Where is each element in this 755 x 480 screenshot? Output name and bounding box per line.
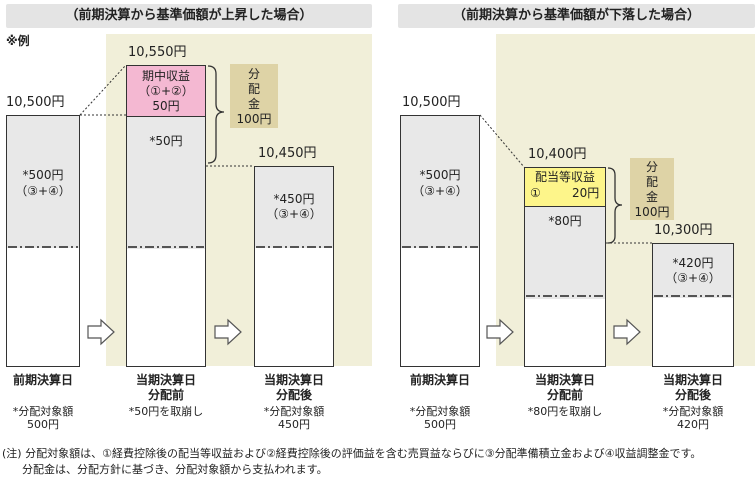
- right-after-amount: 10,300円: [654, 223, 713, 238]
- left-before-bar: [126, 65, 206, 367]
- right-dividend-box: [525, 168, 605, 206]
- right-prev-amount: 10,500円: [402, 95, 461, 110]
- left-income-sub: （①+②）: [138, 84, 194, 98]
- left-before-gray-section: [127, 116, 205, 249]
- left-prev-label: 前期決算日: [12, 373, 73, 387]
- left-after-inner-value: *450円: [273, 192, 315, 206]
- right-before-amount: 10,400円: [528, 147, 587, 162]
- right-before-label1: 当期決算日: [534, 373, 595, 387]
- left-before-label1: 当期決算日: [135, 373, 196, 387]
- left-prev-gray-section: [7, 116, 79, 248]
- left-dist-char-2: 配: [247, 82, 260, 96]
- left-prev-amount: 10,500円: [6, 95, 65, 110]
- right-dist-char-3: 金: [645, 190, 658, 204]
- left-prev-note1: *分配対象額: [12, 405, 74, 418]
- right-after-label1: 当期決算日: [662, 373, 723, 387]
- right-prev-inner-value: *500円: [419, 168, 461, 182]
- left-income-title: 期中収益: [141, 69, 190, 83]
- right-after-gray-section: [653, 244, 733, 298]
- right-prev-note1: *分配対象額: [409, 405, 471, 418]
- left-prev-bar: [6, 115, 80, 367]
- left-distribution-box: [230, 64, 278, 128]
- right-before-bar: [524, 167, 606, 367]
- right-after-note2: 420円: [677, 418, 709, 431]
- right-after-label2: 分配後: [674, 388, 711, 402]
- right-before-note: *80円を取崩し: [527, 405, 603, 418]
- right-prev-gray-section: [401, 116, 479, 248]
- left-after-gray-section: [255, 167, 333, 248]
- right-panel-header: （前期決算から基準価額が下落した場合）: [398, 4, 755, 28]
- right-before-label2: 分配前: [546, 388, 583, 402]
- footnote-line-1: (注) 分配対象額は、①経費控除後の配当等収益および②経費控除後の評価益を含む売…: [2, 447, 702, 460]
- left-after-label1: 当期決算日: [263, 373, 324, 387]
- left-after-note1: *分配対象額: [263, 405, 325, 418]
- right-dist-char-2: 配: [645, 175, 658, 189]
- right-prev-inner-sub: （③+④）: [412, 184, 468, 198]
- footnote-line-2: 分配金は、分配方針に基づき、分配対象額から支払われます。: [22, 463, 328, 476]
- right-prev-bar: [400, 115, 480, 367]
- left-after-note2: 450円: [278, 418, 310, 431]
- left-after-label2: 分配後: [275, 388, 312, 402]
- right-after-bar: [652, 243, 734, 367]
- left-panel-header: （前期決算から基準価額が上昇した場合）: [6, 4, 372, 28]
- right-after-note1: *分配対象額: [662, 405, 724, 418]
- right-before-gray-value: *80円: [548, 214, 582, 228]
- left-prev-inner-sub: （③+④）: [15, 184, 71, 198]
- left-income-box: [127, 66, 205, 116]
- right-dist-char-1: 分: [645, 160, 658, 174]
- left-dist-amount: 100円: [236, 112, 272, 126]
- left-prev-note2: 500円: [27, 418, 59, 431]
- left-after-amount: 10,450円: [258, 146, 317, 161]
- left-prev-inner-value: *500円: [22, 168, 64, 182]
- left-dist-char-3: 金: [247, 97, 260, 111]
- left-before-note: *50円を取崩し: [128, 405, 204, 418]
- right-prev-note2: 500円: [424, 418, 456, 431]
- left-before-amount: 10,550円: [128, 45, 187, 60]
- right-dist-amount: 100円: [634, 205, 670, 219]
- left-income-value: 50円: [152, 99, 180, 113]
- left-before-gray-value: *50円: [149, 134, 183, 148]
- right-after-inner-sub: （③+④）: [665, 271, 721, 285]
- right-dividend-num: ①: [530, 186, 541, 200]
- example-label: ※例: [6, 34, 30, 48]
- right-before-gray-section: [525, 206, 605, 299]
- right-after-inner-value: *420円: [672, 256, 714, 270]
- left-after-inner-sub: （③+④）: [266, 207, 322, 221]
- left-after-bar: [254, 166, 334, 367]
- right-dividend-title: 配当等収益: [534, 170, 595, 184]
- left-dist-char-1: 分: [247, 67, 260, 81]
- right-distribution-box: [630, 158, 674, 220]
- right-dividend-value: 20円: [572, 186, 600, 200]
- right-prev-label: 前期決算日: [409, 373, 470, 387]
- left-before-label2: 分配前: [147, 388, 184, 402]
